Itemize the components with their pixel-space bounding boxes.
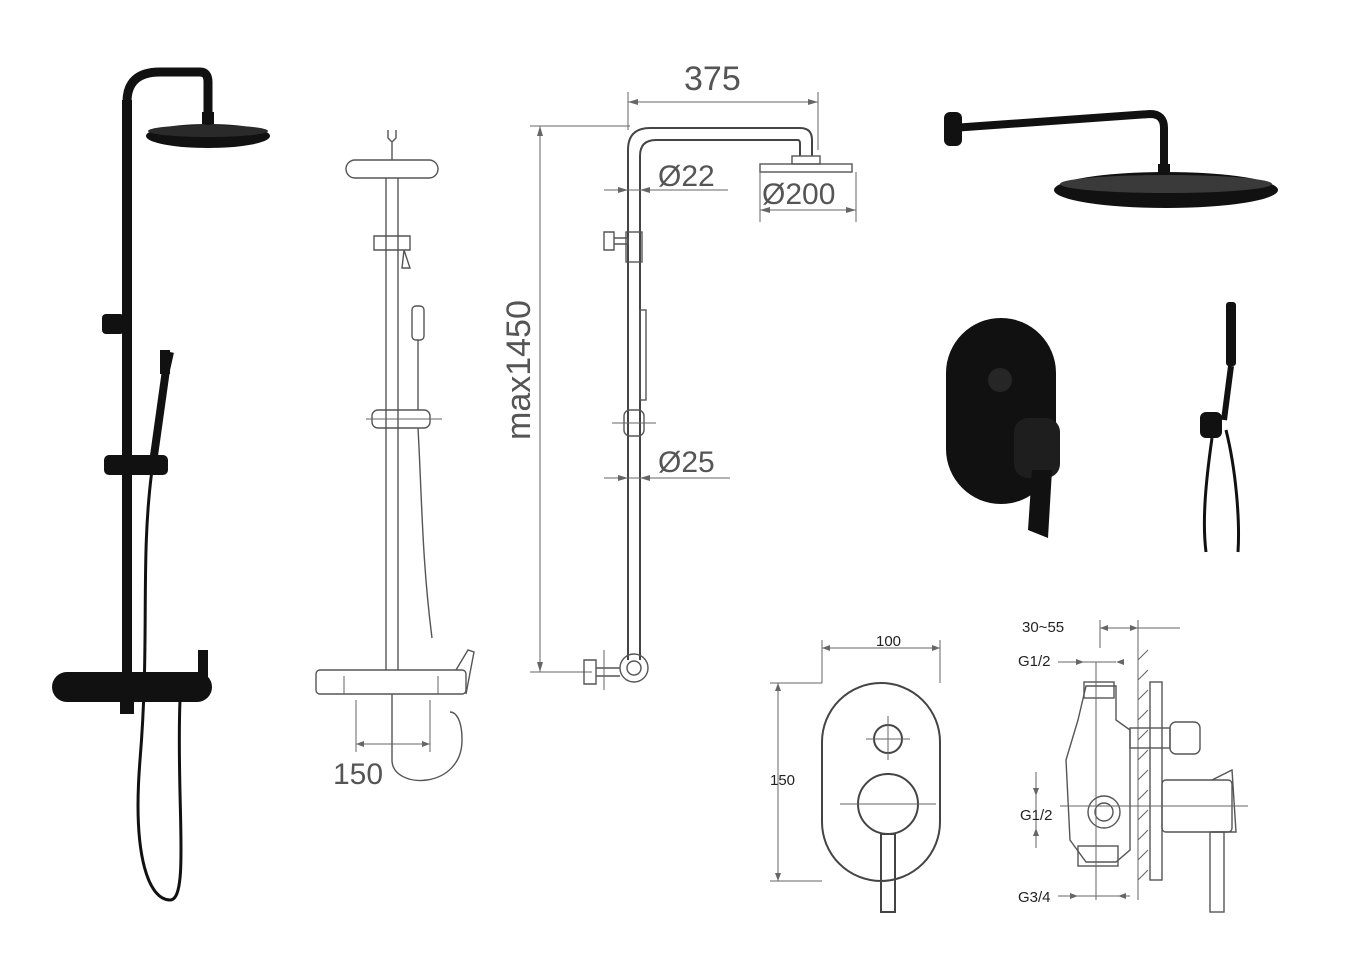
wall-arm-head-photo <box>944 109 1278 208</box>
dim-150-plate-label: 150 <box>770 772 795 789</box>
front-view-drawing: 150 <box>315 130 475 791</box>
dim-30-55-label: 30~55 <box>1022 619 1064 636</box>
mixer-front-drawing: 100 150 <box>770 633 941 913</box>
dim-100-label: 100 <box>876 633 901 650</box>
thread-top-label: G1/2 <box>1018 653 1051 670</box>
side-view-drawing: max1450 375 Ø22 Ø200 Ø25 <box>500 60 857 690</box>
thread-middle-label: G1/2 <box>1020 807 1053 824</box>
shower-column-photo <box>52 67 270 902</box>
mixer-section-drawing: 30~55 G1/2 G1/2 G3/4 <box>1018 619 1248 913</box>
dim-150-label: 150 <box>333 758 383 791</box>
dim-375-label: 375 <box>684 60 741 98</box>
hand-shower-photo <box>1200 302 1240 553</box>
dim-d22-label: Ø22 <box>658 160 715 193</box>
dim-d25-label: Ø25 <box>658 446 715 479</box>
concealed-mixer-photo <box>946 318 1060 538</box>
dim-max1450-label: max1450 <box>500 300 538 440</box>
thread-bottom-label: G3/4 <box>1018 889 1051 906</box>
dim-d200-label: Ø200 <box>762 178 835 211</box>
